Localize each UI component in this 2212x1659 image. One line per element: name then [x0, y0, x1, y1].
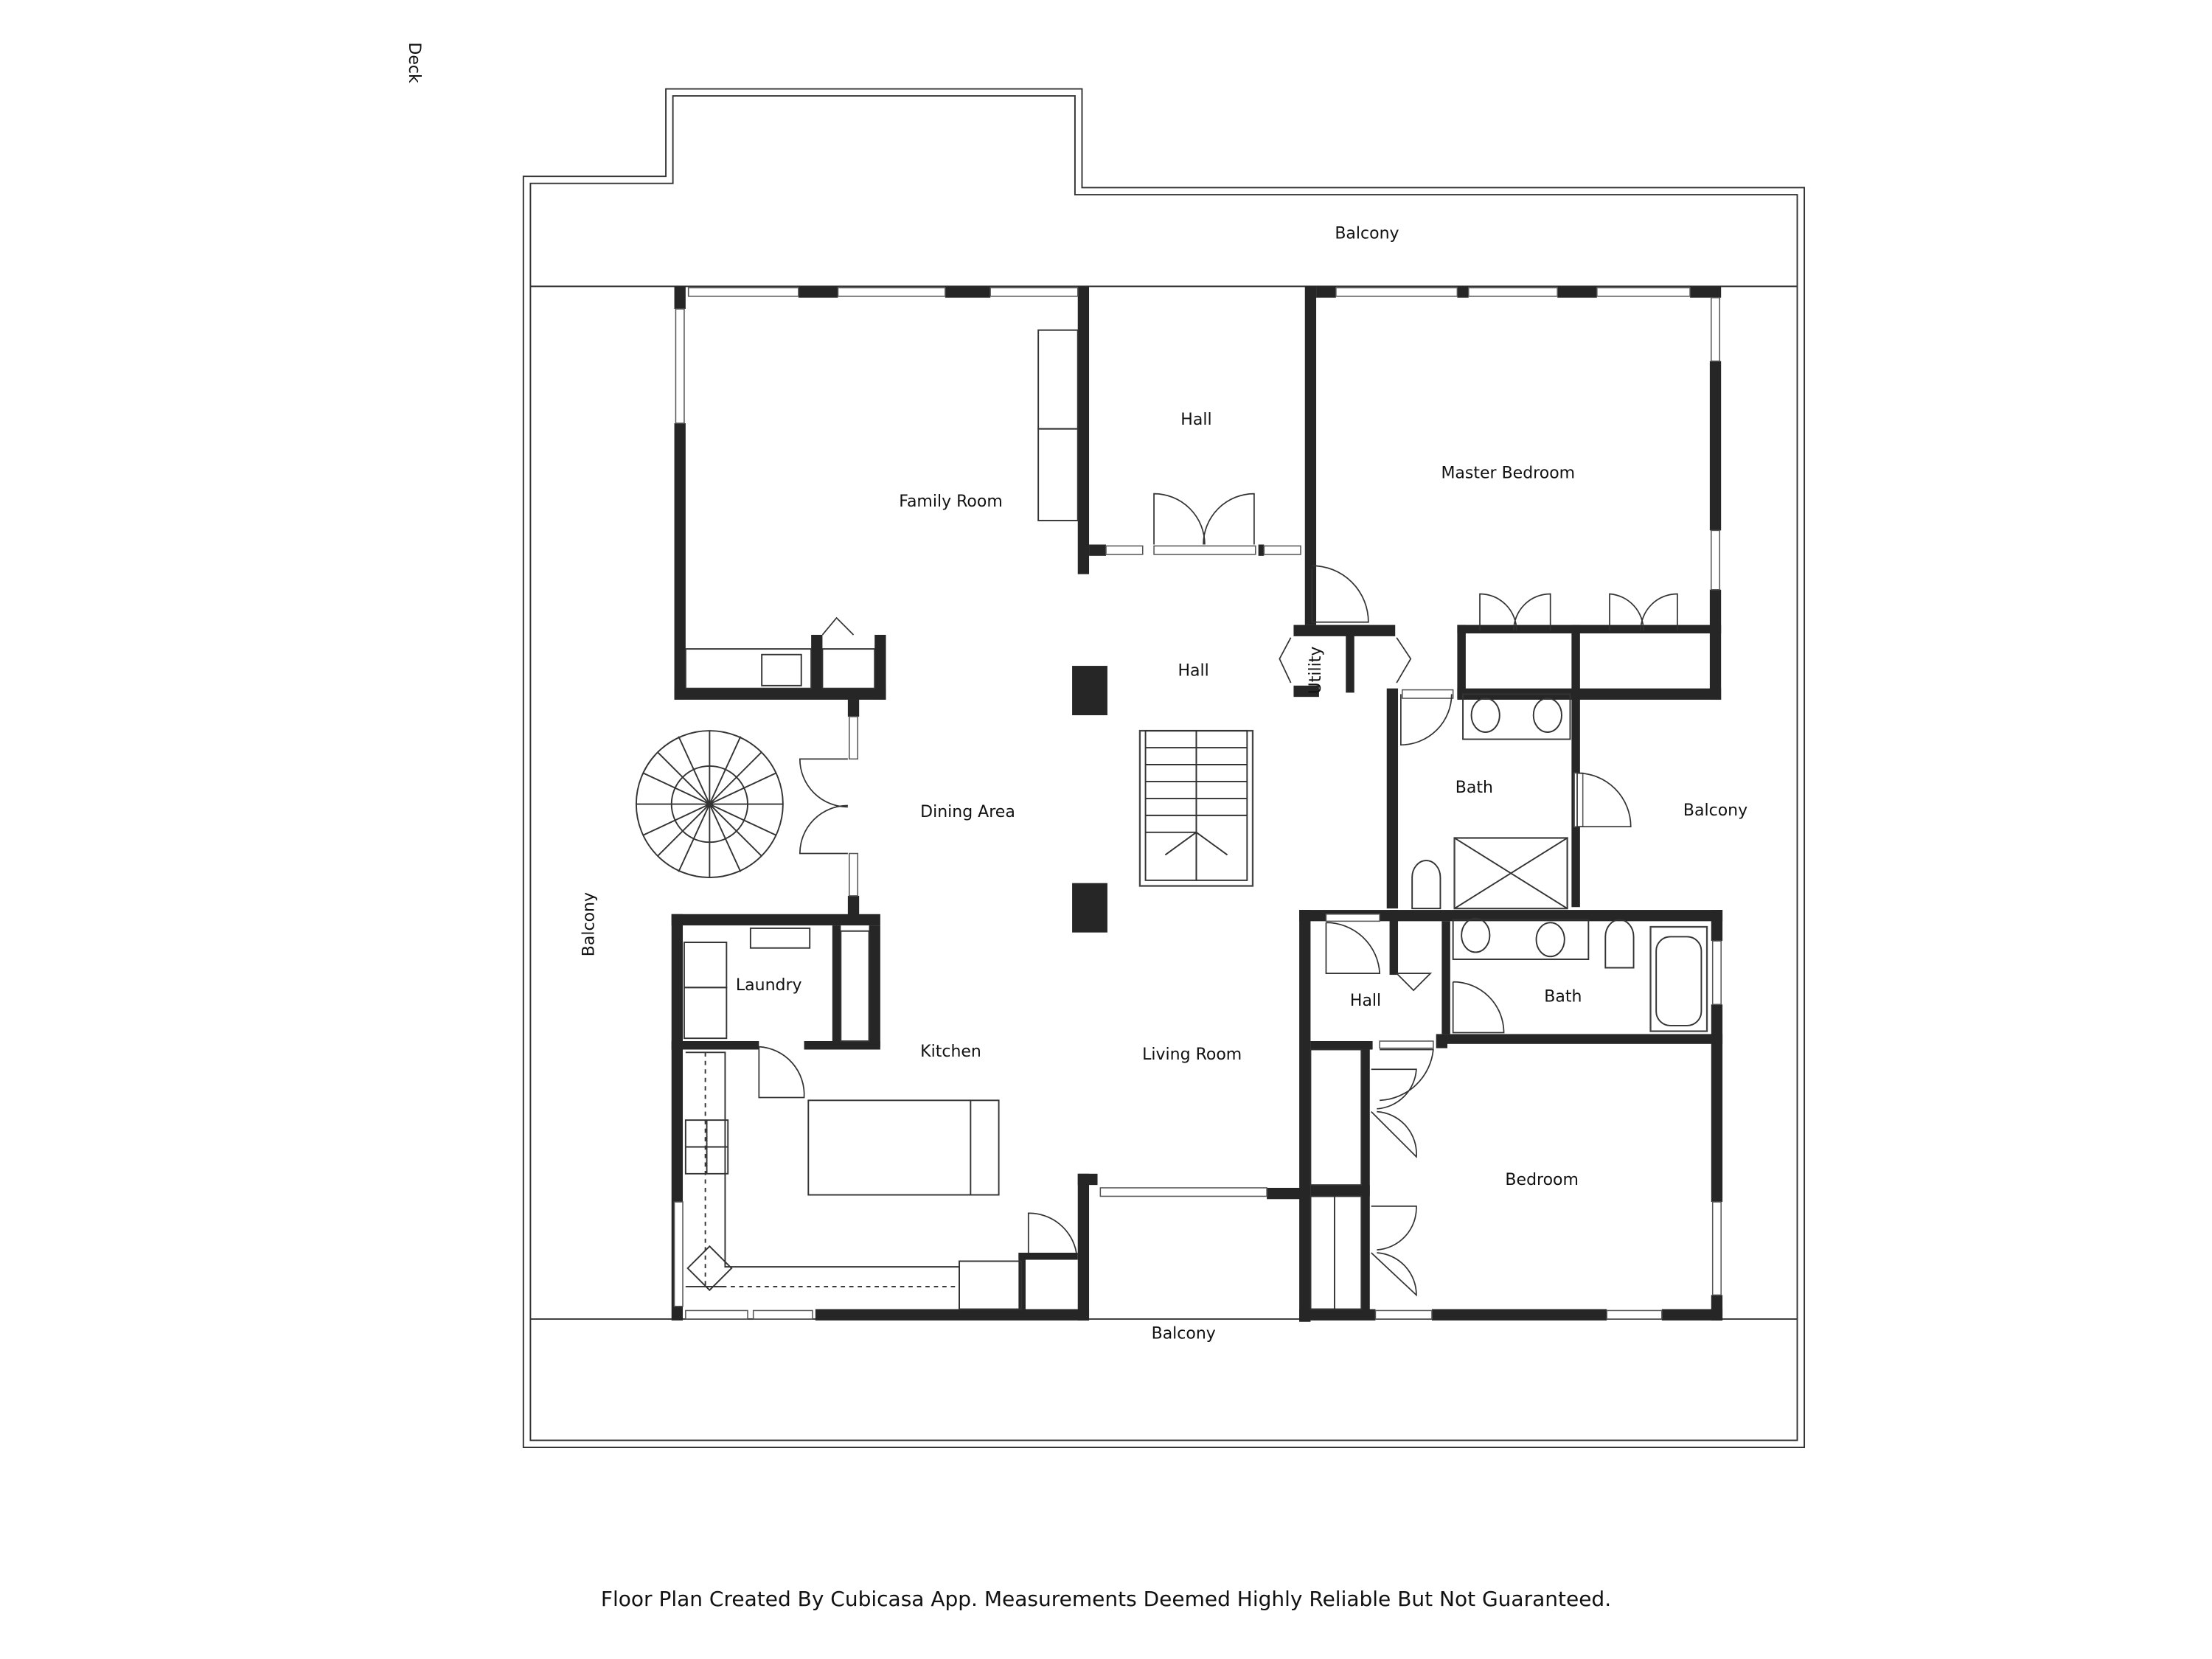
fixtures: [635, 329, 1708, 1310]
label-dining-area: Dining Area: [920, 803, 1015, 821]
label-bath-upper: Bath: [1455, 779, 1493, 797]
label-hall-upper: Hall: [1180, 411, 1211, 429]
walls: [671, 286, 1723, 1322]
label-deck: Deck: [405, 42, 423, 83]
label-laundry: Laundry: [736, 976, 802, 995]
label-bath-lower: Bath: [1544, 987, 1582, 1006]
label-balcony-top: Balcony: [1335, 224, 1399, 243]
doors: [758, 493, 1678, 1297]
room-labels: Deck Balcony Family Room Hall Master Bed…: [405, 42, 1747, 1343]
windows: [673, 287, 1722, 1320]
label-family-room: Family Room: [899, 493, 1002, 511]
label-living-room: Living Room: [1142, 1046, 1242, 1064]
label-balcony-bottom: Balcony: [1152, 1325, 1216, 1343]
label-master-bedroom: Master Bedroom: [1441, 465, 1575, 483]
label-hall-center: Hall: [1178, 661, 1208, 680]
label-balcony-right: Balcony: [1683, 801, 1747, 820]
label-kitchen: Kitchen: [920, 1043, 981, 1061]
label-hall-lower: Hall: [1350, 992, 1381, 1010]
disclaimer-footer: Floor Plan Created By Cubicasa App. Meas…: [600, 1587, 1612, 1611]
label-balcony-left: Balcony: [580, 892, 598, 956]
label-bedroom: Bedroom: [1505, 1171, 1579, 1189]
label-utility: Utility: [1307, 647, 1325, 695]
